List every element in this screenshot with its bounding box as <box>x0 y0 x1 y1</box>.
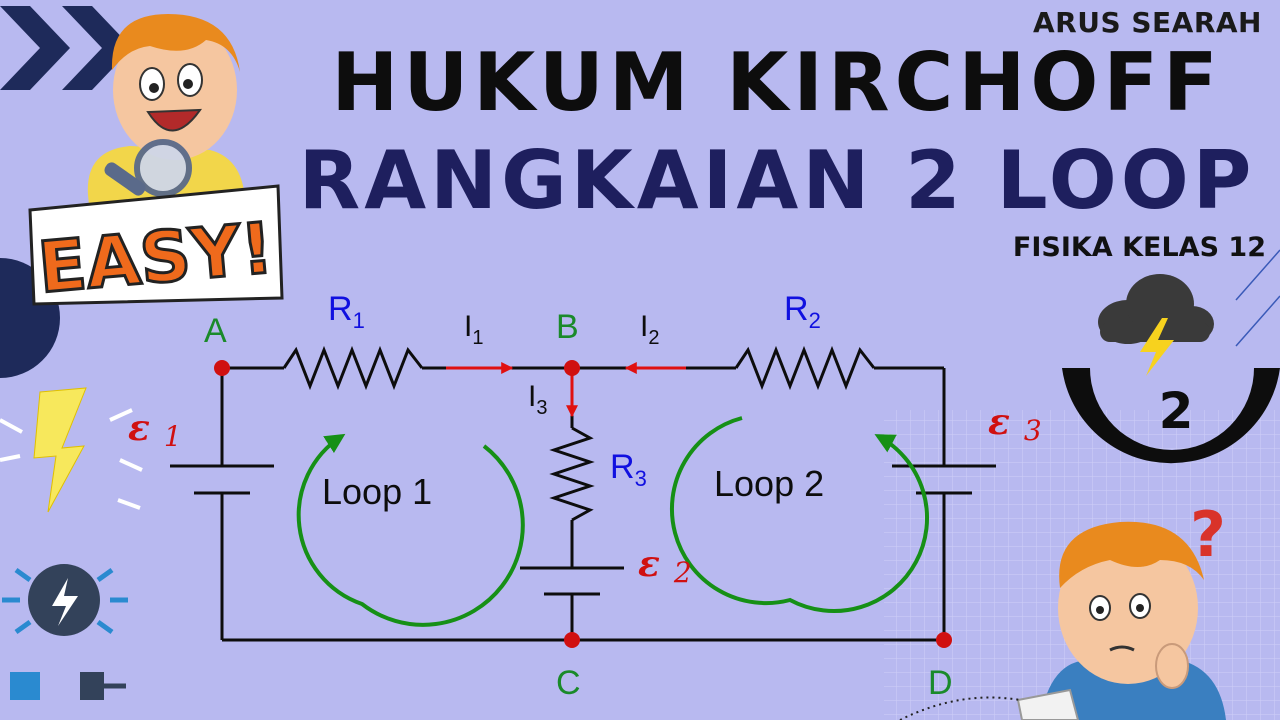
i3-label: I3 <box>528 380 547 419</box>
node-a-dot <box>214 360 230 376</box>
storm-cloud-icon <box>1098 274 1214 376</box>
i1-label: I1 <box>464 310 483 349</box>
resistor-r2 <box>734 345 876 391</box>
node-c-dot <box>564 632 580 648</box>
loop1-arrow <box>296 433 525 627</box>
loop1-label: Loop 1 <box>322 471 432 512</box>
node-d-label: D <box>928 664 953 702</box>
r2-label: R2 <box>784 290 821 333</box>
node-c-label: C <box>556 664 581 702</box>
node-b-dot <box>564 360 580 376</box>
title-hukum-kirchoff: HUKUM KIRCHOFF <box>331 36 1223 129</box>
number-badge: 2 <box>1062 368 1280 464</box>
resistor-r3 <box>549 426 595 522</box>
easy-sticker-icon: EASY! <box>28 184 284 311</box>
r1-label: R1 <box>328 290 365 333</box>
subtitle-arus-searah: ARUS SEARAH <box>1032 6 1262 39</box>
title-rangkaian-2-loop: RANGKAIAN 2 LOOP <box>298 134 1256 227</box>
node-d-dot <box>936 632 952 648</box>
subtitle-fisika-kelas: FISIKA KELAS 12 <box>1012 232 1266 263</box>
deco-lines <box>1235 249 1280 347</box>
chevron-arrows-icon <box>0 6 132 90</box>
loop2-arrow <box>669 416 930 614</box>
node-a-label: A <box>204 312 227 350</box>
node-b-label: B <box>556 308 579 346</box>
loop-arrows <box>296 416 930 627</box>
loop2-label: Loop 2 <box>714 463 824 504</box>
lightning-bolt-icon <box>0 387 143 513</box>
r3-label: R3 <box>610 448 647 491</box>
kid-magnifier-illustration <box>87 14 246 215</box>
lightbulb-plug-icon <box>2 564 128 700</box>
resistor-r1 <box>282 345 424 391</box>
circuit-diagram <box>170 345 996 642</box>
kid-question-illustration: ? <box>1016 498 1226 720</box>
current-arrows <box>446 362 686 418</box>
svg-text:2: 2 <box>1159 382 1194 440</box>
i2-label: I2 <box>640 310 659 349</box>
